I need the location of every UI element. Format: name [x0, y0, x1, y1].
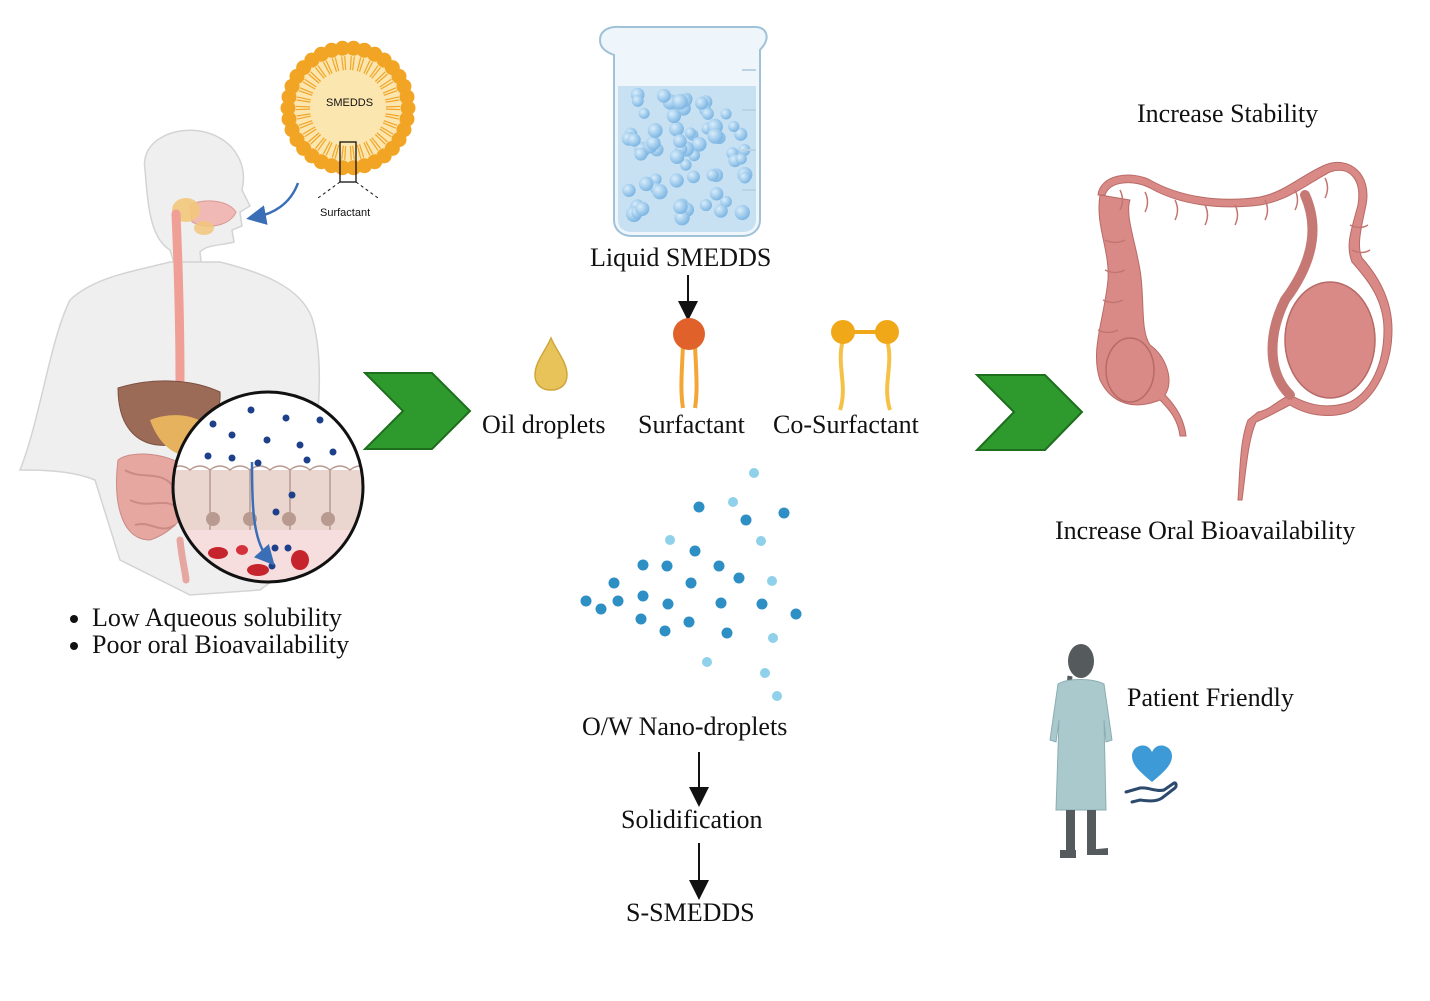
cosurfactant-label: Co-Surfactant	[773, 410, 919, 439]
patient-friendly-label: Patient Friendly	[1127, 683, 1294, 712]
ingestion-arrow	[246, 182, 300, 225]
s-smedds-label: S-SMEDDS	[626, 898, 755, 927]
chevron-arrow-1	[362, 372, 472, 450]
increase-bioavailability-label: Increase Oral Bioavailability	[1055, 516, 1356, 545]
solidification-label: Solidification	[621, 805, 763, 834]
surfactant-icon	[673, 318, 705, 409]
bullet-item: Low Aqueous solubility	[92, 604, 349, 631]
micelle-surfactant-label: Surfactant	[320, 207, 371, 219]
colon-icon	[1095, 161, 1393, 501]
bullet-item: Poor oral Bioavailability	[92, 631, 349, 658]
increase-stability-label: Increase Stability	[1137, 99, 1319, 128]
micelle-label: SMEDDS	[326, 97, 374, 109]
problem-bullet-list: Low Aqueous solubility Poor oral Bioavai…	[58, 604, 349, 658]
chevron-arrow-2	[974, 374, 1084, 451]
oil-droplets-label: Oil droplets	[482, 410, 606, 439]
patient-icon	[1049, 644, 1113, 858]
heart-hand-icon	[1124, 745, 1178, 804]
oil-droplet-icon	[534, 336, 568, 391]
surfactant-label: Surfactant	[638, 410, 745, 439]
cosurfactant-icon	[831, 320, 899, 411]
nano-droplets-label: O/W Nano-droplets	[582, 712, 788, 741]
beaker-icon	[598, 25, 768, 237]
liquid-smedds-label: Liquid SMEDDS	[590, 243, 772, 272]
micelle-icon	[280, 40, 416, 199]
nano-droplets-cluster	[580, 468, 802, 701]
